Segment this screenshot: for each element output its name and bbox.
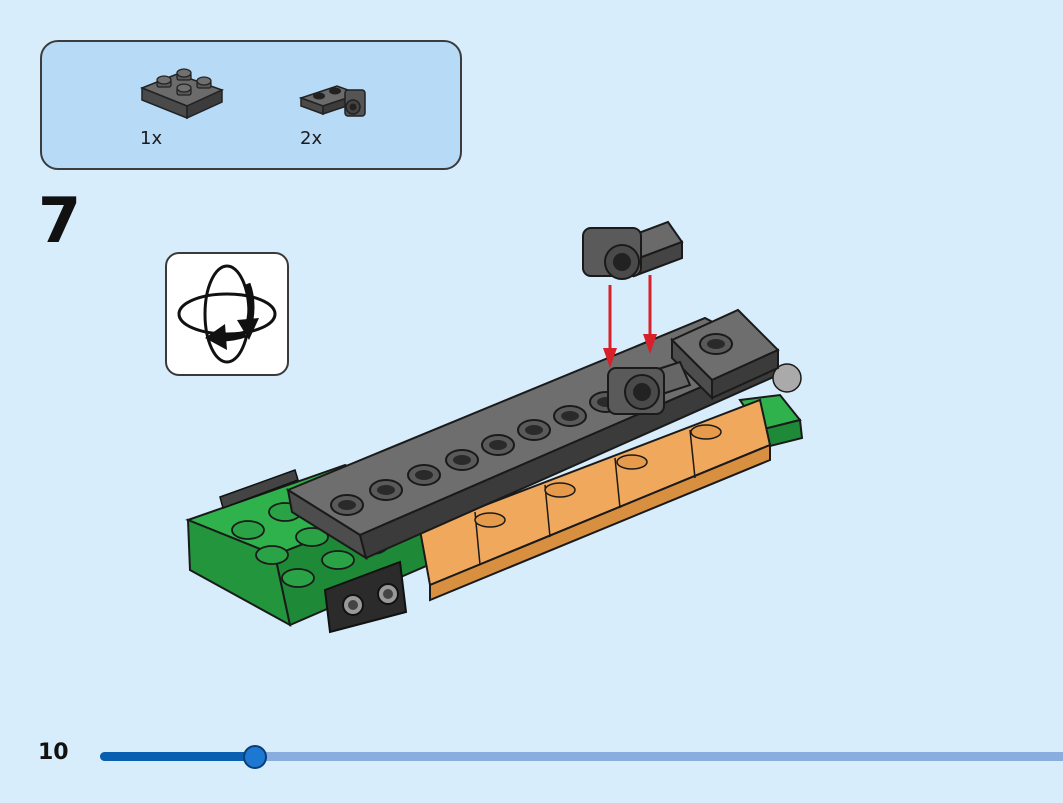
part-quantity: 1x [140,128,163,149]
bracket-plate-1x2-dark-gray-icon [298,85,366,117]
bracket-placed [607,360,692,415]
black-bracket [219,469,408,634]
page-number: 10 [38,740,69,765]
parts-list-box: 1x 2x [40,40,462,170]
rotate-model-icon [177,264,277,364]
plate-2x2-dark-gray-icon [139,68,224,120]
step-number: 7 [38,184,82,257]
progress-knob [243,745,268,769]
rotate-model-callout [165,252,289,376]
bracket-floating [582,220,684,280]
placement-arrows [603,275,657,368]
part-quantity: 2x [300,128,323,149]
model-illustration [185,220,804,634]
progress-bar [100,745,1063,769]
progress-fill [100,752,255,761]
orange-tiles [418,398,772,602]
